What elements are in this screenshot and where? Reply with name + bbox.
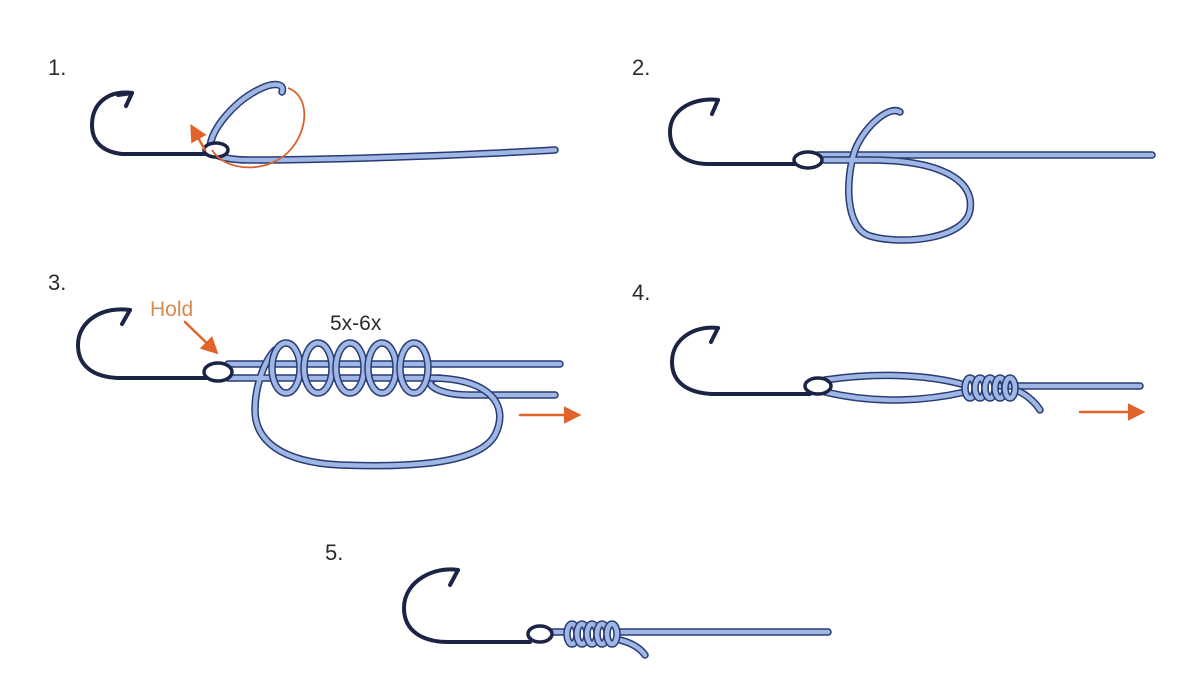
fishhook-icon (668, 97, 802, 166)
fishhook-icon (670, 325, 812, 396)
hook-eye (526, 624, 554, 644)
hold-label: Hold (150, 298, 193, 321)
direction-arrow-icon (183, 320, 219, 355)
line-wraps (961, 374, 1019, 402)
step-2: 2. (632, 55, 1156, 244)
step-number-3: 3. (48, 270, 66, 295)
step-3: 3. Hold 5x-6x (48, 270, 582, 470)
wraps-count-label: 5x-6x (330, 312, 382, 335)
hook-eye (792, 150, 824, 170)
fishing-line (544, 628, 832, 659)
line-wraps (268, 339, 432, 397)
fishing-line (821, 371, 1144, 414)
step-5: 5. (325, 540, 832, 659)
hook-eye (803, 376, 833, 396)
hook-eye (202, 361, 234, 383)
line-wraps (563, 620, 621, 648)
step-4: 4. (632, 280, 1146, 421)
fishhook-icon (76, 307, 212, 380)
step-number-2: 2. (632, 55, 650, 80)
step-number-1: 1. (48, 55, 66, 80)
fishhook-icon (90, 90, 207, 156)
fishhook-icon (402, 567, 532, 644)
step-number-4: 4. (632, 280, 650, 305)
motion-guide-loop (211, 87, 306, 169)
step-number-5: 5. (325, 540, 343, 565)
fishing-line (814, 106, 1156, 244)
fishing-line (206, 80, 559, 164)
direction-arrow-icon (190, 123, 207, 152)
step-1: 1. (48, 55, 559, 169)
